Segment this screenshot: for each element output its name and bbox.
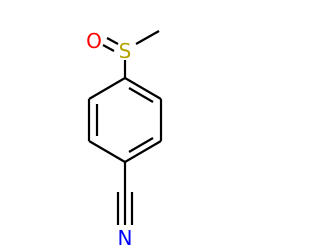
bond-ring-6	[88, 77, 126, 100]
bond-ring-1	[124, 77, 162, 100]
atom-label-nitrogen: N	[118, 226, 133, 250]
bond-ring-3	[124, 140, 162, 163]
bond-s-methyl	[135, 30, 160, 45]
bond-s-o-b	[102, 44, 115, 52]
atom-label-oxygen: O	[86, 29, 102, 53]
atom-label-sulfur: S	[119, 39, 132, 63]
bond-ring-4	[88, 140, 126, 163]
chemical-structure: O S N	[86, 29, 163, 250]
bond-ring-inner-1	[128, 87, 154, 103]
bond-s-o-a	[106, 37, 119, 45]
bond-ring-inner-2	[128, 137, 154, 153]
